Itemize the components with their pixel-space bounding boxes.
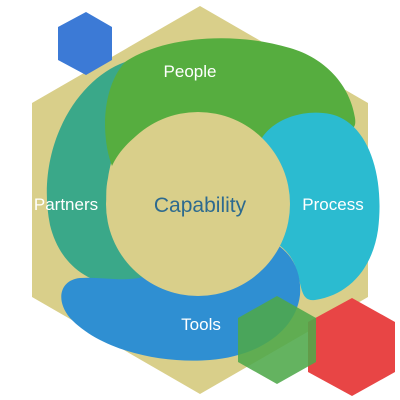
center-label: Capability: [154, 194, 247, 217]
segment-label-people: People: [164, 62, 217, 81]
segment-process: [258, 112, 380, 301]
segment-label-tools: Tools: [181, 315, 221, 334]
segment-people: [105, 38, 356, 166]
accent-hexagon-blue: [58, 12, 112, 75]
segment-label-process: Process: [302, 195, 363, 214]
segment-label-partners: Partners: [34, 195, 98, 214]
accent-hexagon-red: [308, 298, 395, 396]
center-circle: [106, 112, 290, 296]
segment-partners: [46, 62, 158, 288]
accent-hexagon-green: [238, 296, 316, 384]
